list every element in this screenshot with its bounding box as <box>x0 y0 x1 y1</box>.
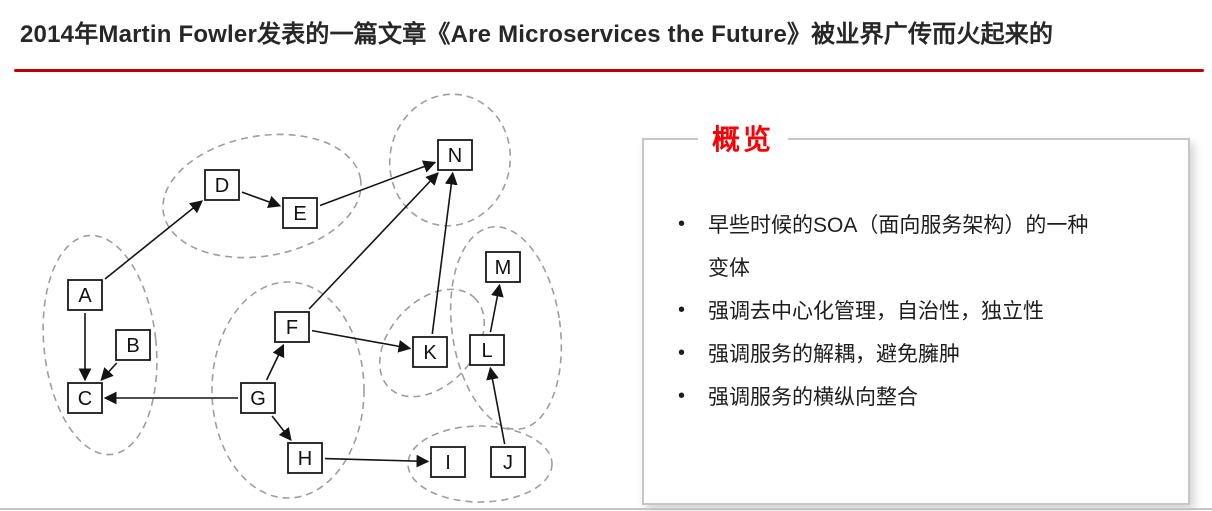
node-F: F <box>274 311 310 343</box>
node-label: H <box>298 448 312 470</box>
node-label: M <box>495 257 512 279</box>
cluster-ellipse <box>211 281 365 499</box>
edge-A-D <box>104 200 203 280</box>
edge-H-I <box>324 454 430 468</box>
edge-F-N <box>308 172 439 310</box>
cluster-ellipse <box>162 133 362 259</box>
node-label: K <box>423 342 437 364</box>
page-title: 2014年Martin Fowler发表的一篇文章《Are Microservi… <box>20 21 1054 48</box>
overview-bullet-list: 早些时候的SOA（面向服务架构）的一种变体强调去中心化管理，自治性，独立性强调服… <box>644 204 1188 419</box>
node-box <box>115 329 151 361</box>
node-box <box>485 251 521 283</box>
node-B: B <box>115 329 151 361</box>
edge-F-K <box>311 329 412 353</box>
node-C: C <box>67 382 103 414</box>
cluster-ellipse <box>378 288 486 398</box>
node-box <box>287 442 323 474</box>
node-label: N <box>448 145 462 167</box>
node-label: F <box>286 317 298 339</box>
node-label: C <box>78 388 92 410</box>
node-box <box>67 382 103 414</box>
edge-D-E <box>241 191 282 208</box>
node-box <box>430 446 466 478</box>
node-box <box>67 279 103 311</box>
edge-G-F <box>265 343 285 381</box>
node-box <box>437 139 473 171</box>
edge-G-H <box>271 415 292 442</box>
node-E: E <box>282 197 318 229</box>
edge-B-C <box>100 362 118 381</box>
cluster-ellipse <box>42 234 158 456</box>
overview-bullet: 强调服务的解耦，避免臃肿 <box>672 333 1188 376</box>
node-label: G <box>250 388 266 410</box>
node-box <box>274 311 310 343</box>
edge-J-L <box>486 366 506 445</box>
node-G: G <box>240 382 276 414</box>
edge-K-N <box>431 171 458 335</box>
node-M: M <box>485 251 521 283</box>
node-label: L <box>481 340 492 362</box>
overview-bullet: 强调去中心化管理，自治性，独立性 <box>672 290 1188 333</box>
node-J: J <box>490 446 526 478</box>
node-box <box>240 382 276 414</box>
cluster-ellipse <box>388 93 512 227</box>
cluster-ellipse <box>407 425 553 503</box>
overview-title: 概览 <box>698 118 789 158</box>
accent-divider <box>14 69 1204 72</box>
bottom-divider <box>0 508 1212 510</box>
edge-L-M <box>489 283 504 333</box>
service-graph-diagram: A B C D E F G H I J K L M N <box>42 93 563 503</box>
node-label: B <box>126 335 139 357</box>
overview-bullet: 强调服务的横纵向整合 <box>672 376 1188 419</box>
node-I: I <box>430 446 466 478</box>
node-box <box>412 336 448 368</box>
cluster-ellipse <box>449 225 563 431</box>
edge-E-N <box>319 160 437 207</box>
node-box <box>282 197 318 229</box>
node-label: A <box>78 285 92 307</box>
node-label: D <box>215 175 229 197</box>
overview-bullet: 早些时候的SOA（面向服务架构）的一种变体 <box>672 204 1188 290</box>
node-H: H <box>287 442 323 474</box>
node-box <box>469 334 505 366</box>
node-label: J <box>503 452 513 474</box>
overview-panel: 概览 早些时候的SOA（面向服务架构）的一种变体强调去中心化管理，自治性，独立性… <box>642 118 1190 505</box>
node-D: D <box>204 169 240 201</box>
node-box <box>490 446 526 478</box>
node-label: I <box>445 452 451 474</box>
node-A: A <box>67 279 103 311</box>
node-L: L <box>469 334 505 366</box>
node-N: N <box>437 139 473 171</box>
node-box <box>204 169 240 201</box>
node-label: E <box>293 203 306 225</box>
node-K: K <box>412 336 448 368</box>
